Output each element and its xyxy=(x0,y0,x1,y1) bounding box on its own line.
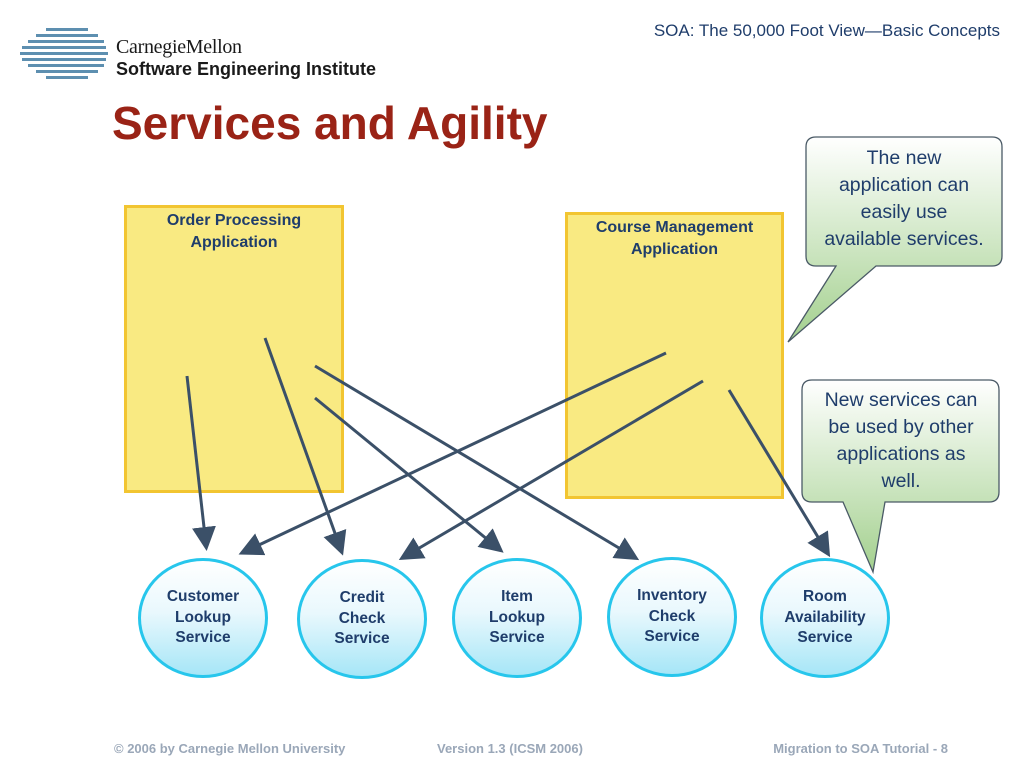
callout-bubble-new-services xyxy=(801,379,1000,575)
arrow-course-to-room-availability xyxy=(727,389,831,558)
callout-line: well. xyxy=(881,470,921,492)
service-label-line: Check xyxy=(648,607,696,625)
deck-title: SOA: The 50,000 Foot View—Basic Concepts xyxy=(653,21,1000,40)
service-label-line: Lookup xyxy=(489,608,545,626)
inventory-check-service: Inventory Check Service xyxy=(607,557,737,677)
arrow-course-to-customer-lookup xyxy=(238,351,667,556)
service-label-line: Availability xyxy=(784,608,866,626)
footer-version: Version 1.3 (ICSM 2006) xyxy=(437,741,583,756)
service-label-line: Service xyxy=(175,629,231,647)
app-label-line: Application xyxy=(190,234,278,251)
footer-page: Migration to SOA Tutorial - 8 xyxy=(773,741,948,756)
service-label-line: Room xyxy=(803,588,847,606)
service-label-line: Lookup xyxy=(175,608,231,626)
order-processing-application: Order Processing Application xyxy=(124,205,344,493)
arrow-order-to-inventory-check xyxy=(314,364,640,561)
app-label-line: Order Processing xyxy=(166,212,302,229)
institute-name: Software Engineering Institute xyxy=(116,59,377,79)
footer-copyright: © 2006 by Carnegie Mellon University xyxy=(114,741,346,756)
credit-check-service: Credit Check Service xyxy=(297,559,427,679)
service-label-line: Item xyxy=(501,588,533,606)
app-label-line: Application xyxy=(630,241,719,258)
callout-line: The new xyxy=(866,147,942,169)
service-label-line: Check xyxy=(338,609,386,627)
room-availability-service: Room Availability Service xyxy=(760,558,890,678)
app-label-line: Course Management xyxy=(595,219,754,236)
service-label-line: Service xyxy=(334,630,390,648)
service-label-line: Service xyxy=(644,628,700,646)
arrow-course-to-credit-check xyxy=(398,379,704,561)
service-label-line: Service xyxy=(489,629,545,647)
service-label-line: Service xyxy=(797,629,853,647)
org-name: CarnegieMellon xyxy=(116,36,242,58)
callout-line: available services. xyxy=(824,228,984,250)
callout-line: easily use xyxy=(860,201,948,223)
sei-striped-globe-icon xyxy=(20,28,108,79)
callout-line: applications as xyxy=(836,443,966,465)
item-lookup-service: Item Lookup Service xyxy=(452,558,582,678)
service-label-line: Credit xyxy=(339,589,385,607)
callout-line: New services can xyxy=(824,389,978,411)
customer-lookup-service: Customer Lookup Service xyxy=(138,558,268,678)
arrow-order-to-credit-check xyxy=(263,337,347,556)
callout-text-new-application: The new application can easily use avail… xyxy=(806,145,1002,253)
service-label-line: Inventory xyxy=(637,587,707,605)
callout-line: application can xyxy=(838,174,970,196)
sei-logo: CarnegieMellon Software Engineering Inst… xyxy=(20,26,420,82)
callout-text-new-services: New services can be used by other applic… xyxy=(803,387,999,495)
callout-line: be used by other xyxy=(828,416,974,438)
service-label-line: Customer xyxy=(166,588,240,606)
callout-bubble-new-application xyxy=(787,136,1003,343)
slide-title: Services and Agility xyxy=(112,97,548,149)
arrow-order-to-customer-lookup xyxy=(185,375,216,551)
course-management-application: Course Management Application xyxy=(565,212,784,499)
